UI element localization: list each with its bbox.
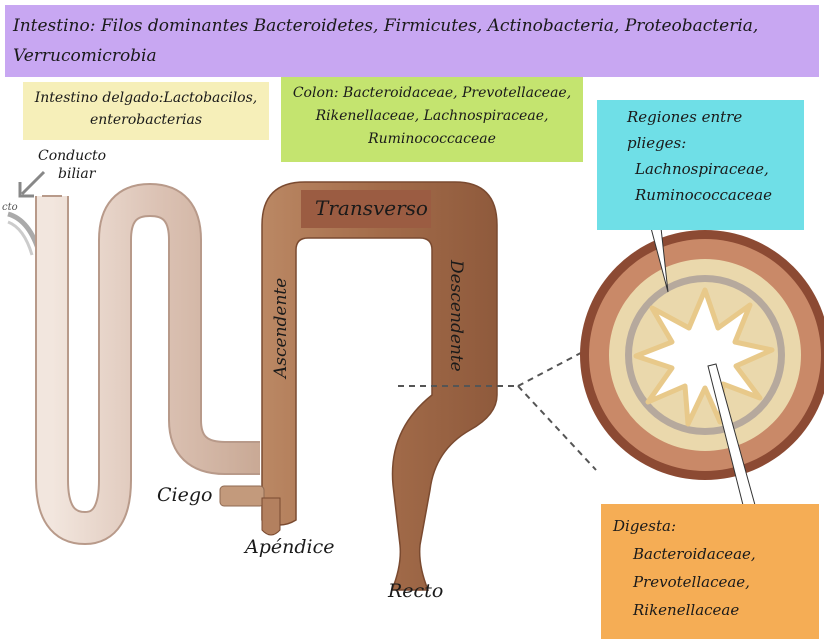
small-intestine-box: Intestino delgado:Lactobacilos, enteroba…	[23, 82, 269, 140]
appendix	[262, 498, 280, 535]
cecum	[220, 486, 264, 506]
colon-line1: Colon: Bacteroidaceae, Prevotellaceae,	[281, 82, 583, 105]
folds-item: Lachnospiraceae,	[627, 156, 804, 182]
small-intestine-label: Intestino delgado:	[35, 90, 164, 106]
small-intestine	[52, 196, 260, 528]
bile-duct-line1: Conducto	[38, 147, 106, 165]
digesta-box: Digesta: Bacteroidaceae, Prevotellaceae,…	[601, 504, 819, 639]
cecum-label: Ciego	[157, 484, 212, 506]
folds-box: Regiones entre plieges: Lachnospiraceae,…	[597, 100, 804, 230]
header-text-line2: Verrucomicrobia	[13, 41, 811, 71]
folds-title2: plieges:	[627, 130, 804, 156]
colon	[262, 182, 497, 590]
descending-label: Descendente	[446, 259, 466, 372]
colon-line2: Rikenellaceae, Lachnospiraceae,	[281, 105, 583, 128]
small-intestine-line1: Lactobacilos,	[164, 90, 258, 106]
digesta-item: Prevotellaceae,	[613, 568, 819, 596]
small-intestine-line2: enterobacterias	[23, 109, 269, 131]
ascending-label: Ascendente	[271, 278, 291, 380]
appendix-label: Apéndice	[245, 536, 335, 558]
bile-duct-label: Conducto biliar	[38, 147, 106, 183]
digesta-item: Rikenellaceae	[613, 596, 819, 624]
folds-item: Ruminococcaceae	[627, 182, 804, 208]
cross-section	[580, 230, 824, 480]
digesta-item: Bacteroidaceae,	[613, 540, 819, 568]
duct-fragment-label: cto	[2, 202, 18, 213]
colon-line3: Ruminococcaceae	[281, 128, 583, 151]
folds-title1: Regiones entre	[627, 104, 804, 130]
intestine-header: Intestino: Filos dominantes Bacteroidete…	[5, 5, 819, 77]
rectum-label: Recto	[388, 580, 443, 602]
bile-duct-line2: biliar	[38, 165, 106, 183]
digesta-title: Digesta:	[613, 512, 819, 540]
transverse-label: Transverso	[315, 196, 428, 220]
header-text: Filos dominantes Bacteroidetes, Firmicut…	[101, 16, 758, 36]
header-label: Intestino:	[13, 16, 95, 36]
colon-box: Colon: Bacteroidaceae, Prevotellaceae, R…	[281, 77, 583, 162]
